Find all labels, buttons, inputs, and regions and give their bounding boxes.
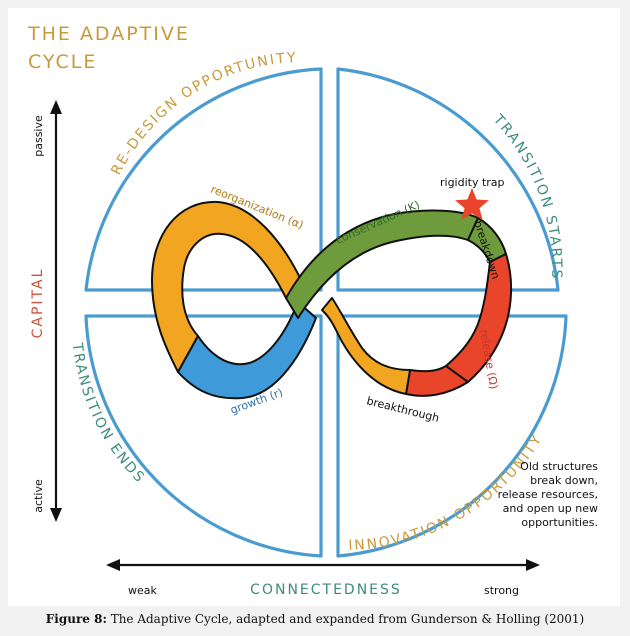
capital-axis: passive active CAPITAL [30,100,62,522]
ribbon-reorganization [151,200,303,373]
infinity-loop [151,200,513,400]
arrow-left-icon [106,559,120,571]
connectedness-axis: weak strong CONNECTEDNESS [106,559,540,598]
label-rigidity-trap: rigidity trap [440,176,505,189]
arrow-right-icon [526,559,540,571]
title-line-2: CYCLE [28,51,97,73]
note-line-3: release resources, [498,488,598,501]
quadrant-bottom-left [84,314,323,558]
note-line-5: opportunities. [521,516,598,529]
ribbon-growth [177,301,317,400]
note-line-2: break down, [530,474,598,487]
title-line-1: THE ADAPTIVE [27,23,190,45]
quadrant-bottom-right [336,314,568,558]
axis-label-weak: weak [128,584,158,597]
axis-label-active: active [32,479,45,513]
quadrant-top-right [336,67,560,292]
quadrant-top-left [84,67,323,292]
figure-panel [8,8,620,606]
axis-label-strong: strong [484,584,519,597]
axis-title-connectedness: CONNECTEDNESS [250,582,402,598]
arrow-up-icon [50,100,62,114]
caption-text: The Adaptive Cycle, adapted and expanded… [107,612,584,626]
note-line-1: Old structures [520,460,598,473]
ribbon-reorganization-lower [321,297,411,395]
note-line-4: and open up new [503,502,598,515]
axis-label-passive: passive [32,115,45,157]
diagram-title: THE ADAPTIVE CYCLE [27,23,190,73]
quadrant-frames [84,67,568,558]
caption-label: Figure 8: [46,612,107,626]
explanatory-note: Old structures break down, release resou… [498,460,599,529]
figure-caption: Figure 8: The Adaptive Cycle, adapted an… [46,612,584,626]
arrow-down-icon [50,508,62,522]
axis-title-capital: CAPITAL [30,268,46,339]
rigidity-trap-star [455,188,489,221]
